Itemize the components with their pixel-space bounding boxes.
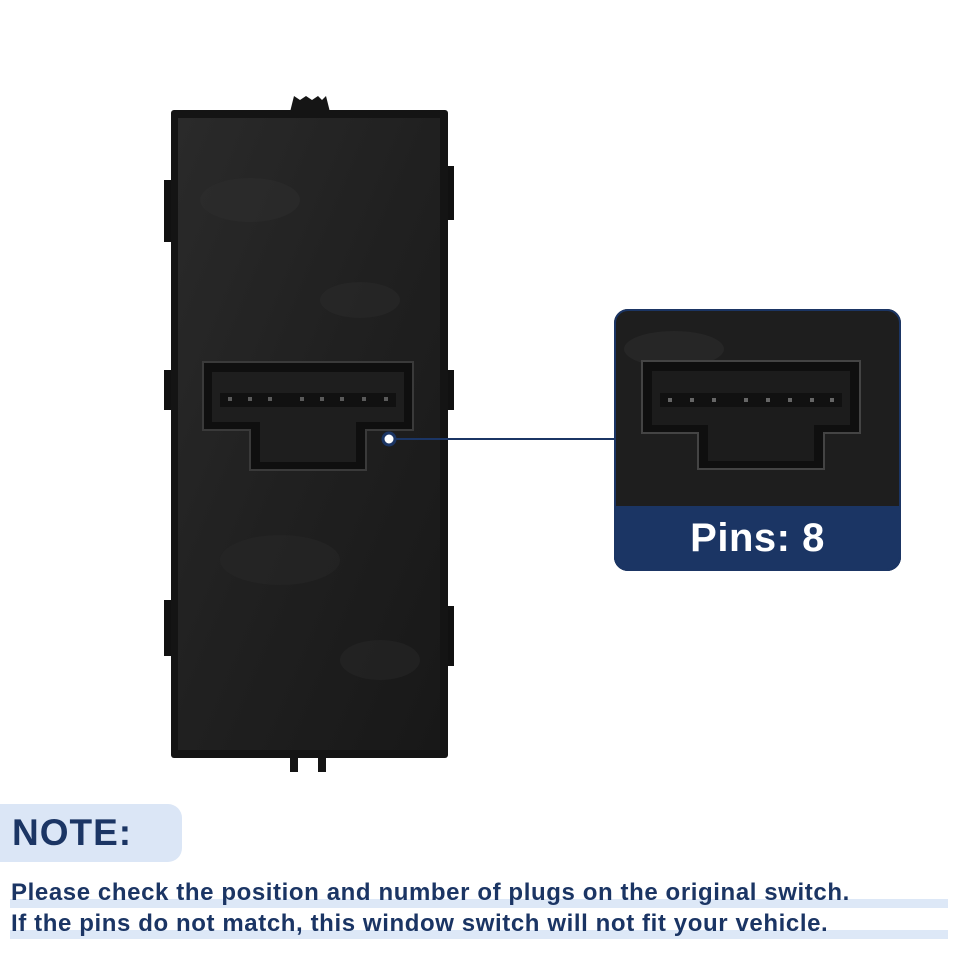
- connector-zoom-callout: [614, 309, 901, 571]
- note-text-line: Please check the position and number of …: [10, 879, 948, 909]
- note-text-line: If the pins do not match, this window sw…: [10, 910, 948, 940]
- window-switch-photo: [164, 96, 614, 772]
- note-heading: NOTE:: [0, 804, 182, 862]
- pins-count-label: Pins: 8: [690, 515, 825, 560]
